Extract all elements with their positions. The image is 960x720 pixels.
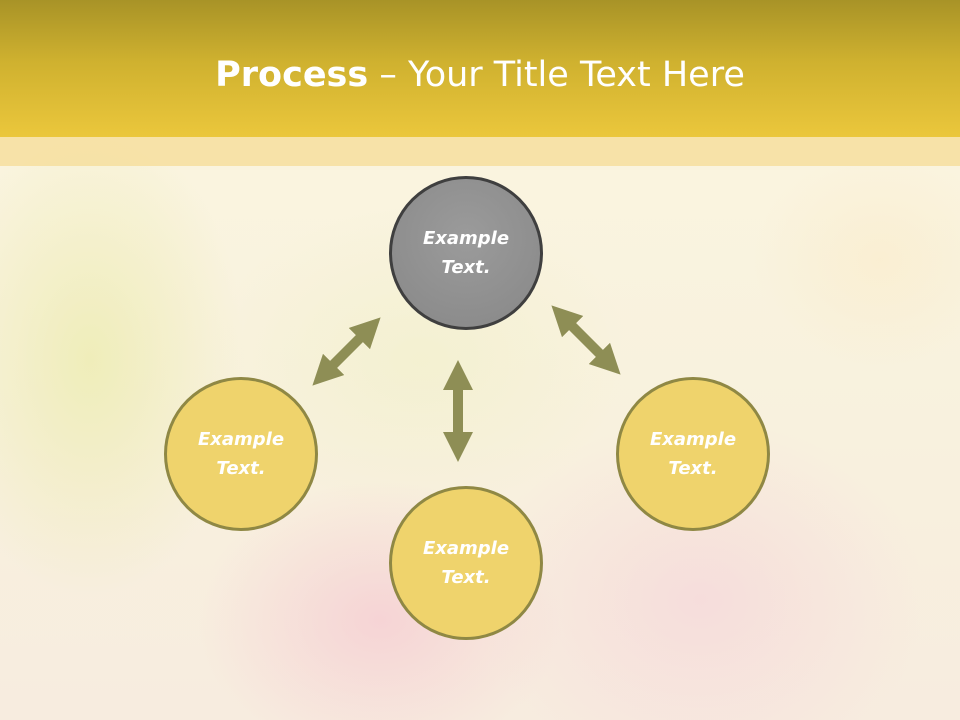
slide-title-rest: – Your Title Text Here: [368, 55, 745, 95]
node-right: Example Text.: [616, 377, 770, 531]
node-right-label: Example Text.: [649, 429, 737, 479]
slide-title: Process – Your Title Text Here: [0, 52, 960, 98]
double-arrow-left: [312, 317, 381, 386]
node-left: Example Text.: [164, 377, 318, 531]
slide-title-bold: Process: [215, 55, 369, 95]
title-underband: [0, 137, 960, 166]
node-bottom-label: Example Text.: [422, 538, 510, 588]
node-top-label: Example Text.: [422, 228, 510, 278]
title-bar: [0, 0, 960, 137]
node-top: Example Text.: [389, 176, 543, 330]
node-bottom: Example Text.: [389, 486, 543, 640]
node-left-label: Example Text.: [197, 429, 285, 479]
double-arrow-right: [551, 305, 621, 375]
